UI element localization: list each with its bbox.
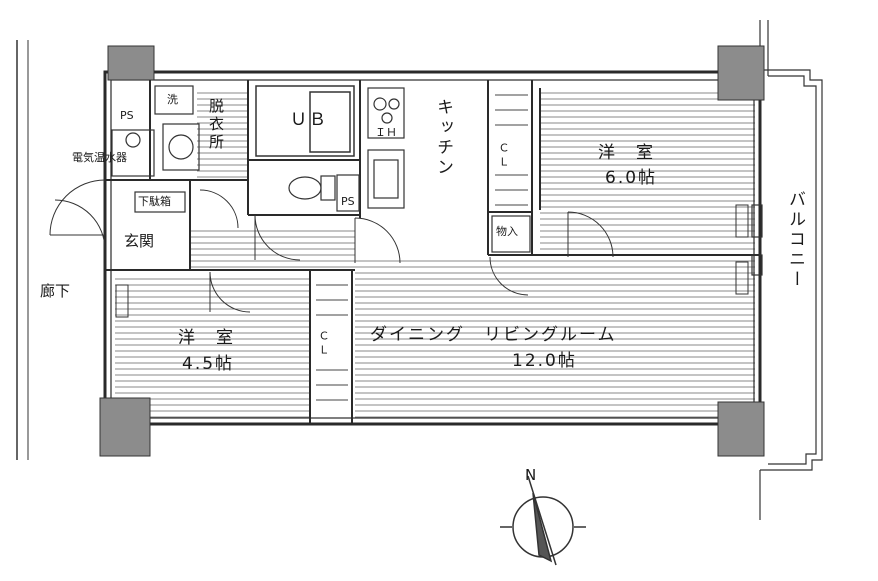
shoe-box-label: 下駄箱 (138, 195, 171, 208)
structural-pillars (99, 45, 765, 457)
toilet-icon (288, 174, 360, 212)
ldk-name: ダイニング リビングルーム (370, 325, 617, 345)
washer-label: 洗 (167, 93, 178, 106)
door-swings (49, 179, 614, 313)
storage-label: 物入 (496, 225, 518, 238)
compass-north-label: N (525, 466, 537, 484)
western-room-b-size: 4.5帖 (182, 354, 235, 374)
entrance-label: 玄関 (124, 232, 155, 250)
aircon-icon (115, 204, 749, 318)
kitchen-label: キッチン (433, 98, 453, 178)
shoe-box (134, 191, 186, 213)
unit-bath-box (255, 85, 355, 157)
ps-label-2: PS (341, 195, 355, 208)
closet-label-1: ＣＬ (497, 142, 510, 170)
storage-box (491, 215, 531, 253)
ih-label: ＩＨ (375, 126, 397, 139)
dressing-label: 脱衣所 (207, 98, 225, 152)
corridor-label: 廊下 (40, 282, 71, 300)
ih-cooktop-icon (367, 87, 405, 139)
balcony-label: バルコニー (785, 190, 805, 290)
water-heater-box (111, 129, 155, 177)
unit-bath-label: ＵＢ (290, 110, 328, 130)
compass-icon (500, 475, 586, 566)
floor-hatching (115, 88, 755, 418)
balcony-outline (759, 20, 823, 520)
interior-walls (104, 80, 760, 424)
washbasin-icon (162, 123, 200, 171)
western-room-b-name: 洋 室 (178, 328, 235, 348)
water-heater-label: 電気温水器 (72, 151, 127, 164)
ldk-size: 12.0帖 (512, 351, 577, 371)
outer-walls-inner (110, 79, 755, 419)
closet-label-2: ＣＬ (317, 330, 330, 358)
window-marks (751, 204, 763, 276)
western-room-a-size: 6.0帖 (605, 168, 658, 188)
ps-label-1: PS (120, 109, 134, 122)
corridor-lines (16, 40, 29, 460)
sink-icon (367, 149, 405, 209)
closet-stripes (316, 94, 528, 401)
western-room-a-name: 洋 室 (598, 143, 655, 163)
washer-box (154, 85, 194, 115)
